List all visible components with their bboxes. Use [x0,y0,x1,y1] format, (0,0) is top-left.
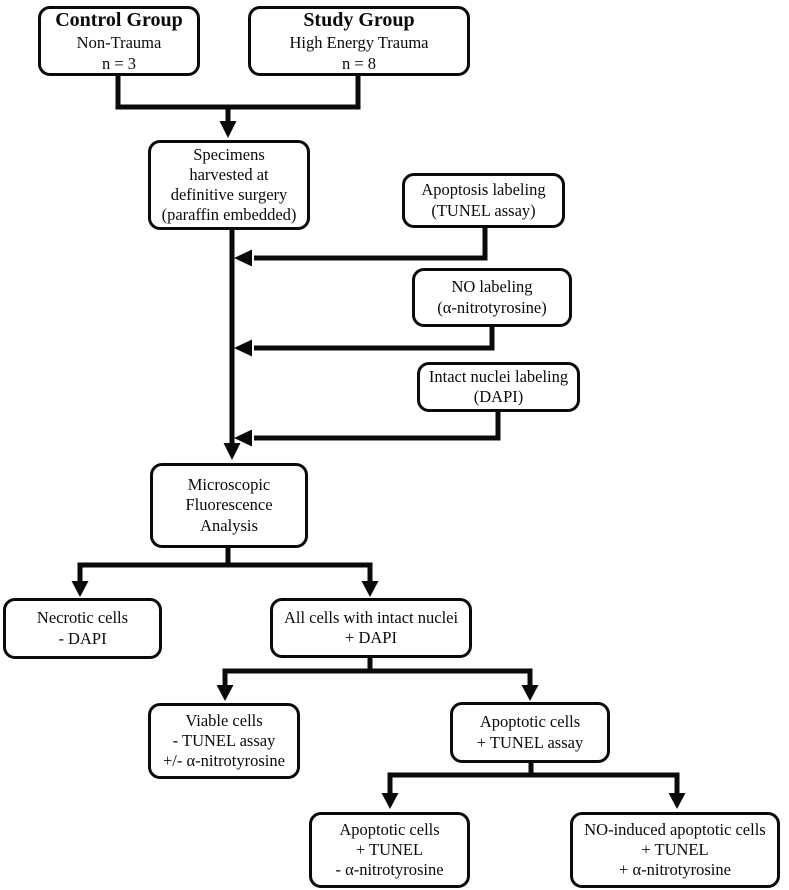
node-viable-cells: Viable cells - TUNEL assay +/- α-nitroty… [148,703,300,779]
node-text-line: + TUNEL assay [476,732,584,752]
node-apoptotic-cells: Apoptotic cells + TUNEL assay [450,702,610,763]
node-microscopic-analysis: Microscopic Fluorescence Analysis [150,463,308,548]
node-text-line: + TUNEL [355,839,424,859]
node-text-line: Apoptotic cells [479,712,581,732]
node-text-line: harvested at [189,164,269,184]
node-specimens: Specimens harvested at definitive surger… [148,140,310,230]
node-text-line: (α-nitrotyrosine) [437,297,547,317]
node-text-line: n = 3 [101,53,137,73]
node-text-line: n = 8 [341,53,377,73]
node-text-line: +/- α-nitrotyrosine [163,751,285,771]
node-apoptosis-labeling: Apoptosis labeling (TUNEL assay) [402,173,565,228]
node-text-line: - DAPI [58,628,107,648]
node-all-cells-intact-nuclei: All cells with intact nuclei + DAPI [270,598,472,658]
node-title: Control Group [55,9,183,32]
node-text-line: NO-induced apoptotic cells [584,819,766,839]
node-text-line: + TUNEL [641,839,709,859]
node-control-group: Control Group Non-Trauma n = 3 [38,6,200,76]
node-study-group: Study Group High Energy Trauma n = 8 [248,6,470,76]
node-text-line: + α-nitrotyrosine [619,860,731,880]
node-text-line: definitive surgery [170,185,288,204]
node-text-line: + DAPI [345,628,397,647]
node-no-labeling: NO labeling (α-nitrotyrosine) [412,268,572,327]
node-text-line: All cells with intact nuclei [283,607,459,627]
node-text-line: (TUNEL assay) [431,200,536,220]
node-text-line: Analysis [200,515,258,535]
node-text-line: Apoptotic cells [339,819,440,839]
node-title: Study Group [303,9,415,32]
node-text-line: NO labeling [451,277,533,297]
node-text-line: High Energy Trauma [289,33,429,53]
node-text-line: - α-nitrotyrosine [335,860,444,880]
node-text-line: (DAPI) [473,387,524,406]
node-text-line: - TUNEL assay [172,730,276,750]
node-text-line: Fluorescence [185,495,273,515]
node-apoptotic-tunel-no-nitro: Apoptotic cells + TUNEL - α-nitrotyrosin… [309,812,470,888]
node-text-line: Intact nuclei labeling [428,366,569,386]
node-text-line: Necrotic cells [36,608,129,628]
node-intact-nuclei-labeling: Intact nuclei labeling (DAPI) [417,362,580,412]
node-necrotic-cells: Necrotic cells - DAPI [3,598,162,659]
node-text-line: Viable cells [185,710,263,730]
node-text-line: Specimens [193,144,265,164]
node-text-line: (paraffin embedded) [161,205,297,225]
node-text-line: Apoptosis labeling [421,180,546,200]
node-text-line: Non-Trauma [76,33,162,53]
node-text-line: Microscopic [187,475,271,495]
node-no-induced-apoptotic: NO-induced apoptotic cells + TUNEL + α-n… [570,812,780,888]
